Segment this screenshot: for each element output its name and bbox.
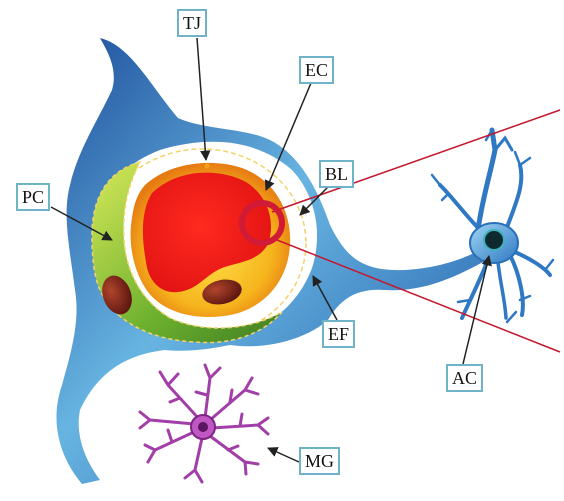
mg-arrow: [268, 448, 299, 462]
ec-label: EC: [299, 56, 334, 84]
astrocyte-nucleus: [484, 230, 504, 250]
microglia: [140, 365, 268, 482]
astrocyte: [432, 130, 553, 322]
ac-label: AC: [446, 364, 483, 392]
mg-label: MG: [299, 447, 340, 475]
tight-junction: [205, 164, 210, 169]
pc-label: PC: [16, 183, 50, 211]
tj-label: TJ: [177, 9, 207, 37]
ef-label: EF: [322, 320, 355, 348]
bl-label: BL: [319, 160, 354, 188]
